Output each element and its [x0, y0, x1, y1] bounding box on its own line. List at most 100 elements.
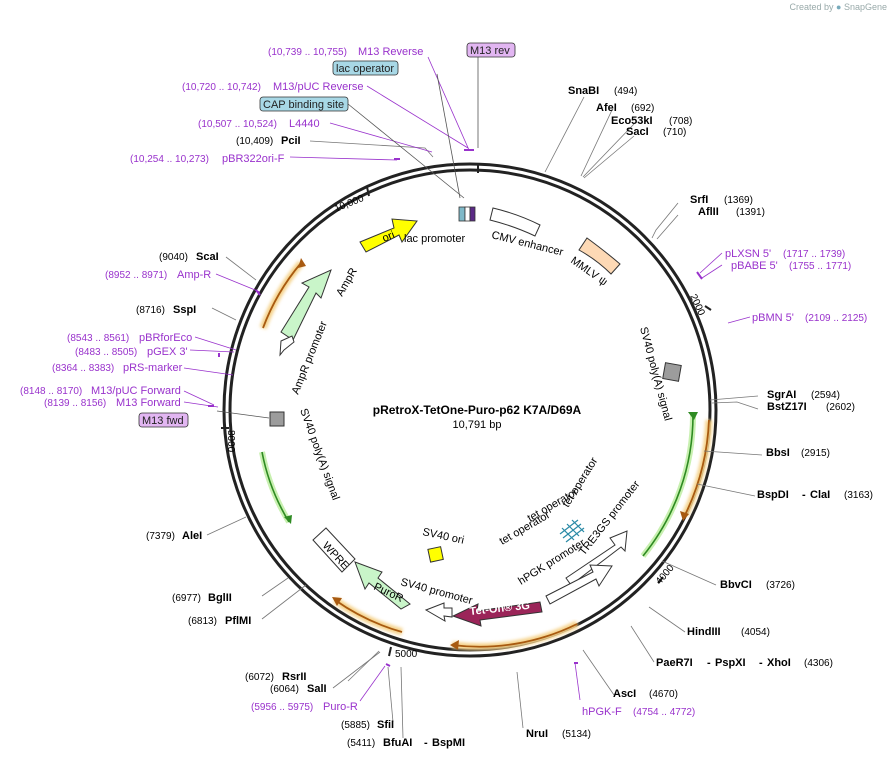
m13-fwd-box-label[interactable]: M13 fwd — [142, 415, 184, 427]
ampr-label: AmpR — [334, 266, 360, 299]
enzyme-bfuai[interactable]: BfuAI — [383, 737, 412, 749]
mmlv-psi-feature[interactable] — [578, 237, 621, 275]
m13-fwd-box — [138, 412, 189, 428]
primer-pbr322ori-f[interactable]: pBR322ori-F — [222, 153, 285, 165]
tick-marks — [221, 163, 712, 657]
enzyme-aflii[interactable]: AflII — [698, 206, 719, 218]
enzyme-leader-lines — [206, 96, 763, 739]
sv40-ori-feature[interactable] — [427, 546, 444, 563]
hpgk-promoter-feature[interactable] — [545, 564, 613, 605]
enzyme-bbsi[interactable]: BbsI — [766, 447, 790, 459]
enzyme-bbsi-pos: (2915) — [801, 448, 830, 459]
primer-m13-puc-forward-pos: (8148 .. 8170) — [20, 386, 82, 397]
enzyme-sgrai[interactable]: SgrAI — [767, 389, 796, 401]
primer-m13-puc-forward[interactable]: M13/pUC Forward — [91, 385, 181, 397]
primer-m13-forward[interactable]: M13 Forward — [116, 397, 181, 409]
enzyme-saci[interactable]: SacI — [626, 126, 649, 138]
plasmid-length: 10,791 bp — [453, 419, 502, 431]
primer-pbabe-5[interactable]: pBABE 5' — [731, 260, 778, 272]
enzyme-clai[interactable]: ClaI — [810, 489, 830, 501]
tet-operator-features[interactable] — [559, 519, 585, 543]
lac-promoter-label: lac promoter — [404, 233, 465, 245]
lac-operator-feature[interactable] — [458, 206, 466, 222]
primer-pbrforeco[interactable]: pBRforEco — [139, 332, 192, 344]
enzyme-saci-pos: (710) — [663, 127, 686, 138]
enzyme-afei[interactable]: AfeI — [596, 102, 617, 114]
primer-prs-marker[interactable]: pRS-marker — [123, 362, 183, 374]
enzyme-bfuai-pos: (5411) — [347, 738, 375, 749]
primer-pbr322ori-f-pos: (10,254 .. 10,273) — [130, 154, 209, 165]
lac-operator-box-label[interactable]: lac operator — [336, 63, 394, 75]
primer-pbmn-5[interactable]: pBMN 5' — [752, 312, 794, 324]
primer-puro-r[interactable]: Puro-R — [323, 701, 358, 713]
enzyme-xhoi[interactable]: XhoI — [767, 657, 791, 669]
sv40-polya-left-feature[interactable] — [269, 411, 285, 427]
enzyme-bspdi[interactable]: BspDI — [757, 489, 789, 501]
ampr-feature[interactable] — [280, 269, 332, 341]
primer-hpgk-f-pos: (4754 .. 4772) — [633, 707, 695, 718]
sv40-polya-left-label: SV40 poly(A) signal — [297, 407, 341, 502]
cap-site-box-label[interactable]: CAP binding site — [263, 99, 344, 111]
enzyme-bstz17i-pos: (2602) — [826, 402, 855, 413]
enzyme-bstz17i[interactable]: BstZ17I — [767, 401, 807, 413]
enzyme-scai[interactable]: ScaI — [196, 251, 219, 263]
cmv-enhancer-feature[interactable] — [489, 207, 541, 237]
sv40-promoter-label: SV40 promoter — [399, 576, 474, 607]
enzyme-rsrii[interactable]: RsrII — [282, 671, 306, 683]
enzyme-asci-pos: (4670) — [649, 689, 678, 700]
primer-m13-puc-reverse[interactable]: M13/pUC Reverse — [273, 81, 363, 93]
created-by-text: Created by — [789, 2, 834, 12]
enzyme-pcii-pos: (10,409) — [236, 136, 273, 147]
primer-amp-r[interactable]: Amp-R — [177, 269, 211, 281]
enzyme-pspxi[interactable]: PspXI — [715, 657, 746, 669]
tick-label-5000: 5000 — [395, 649, 418, 660]
sv40-polya-right-feature[interactable] — [662, 362, 682, 382]
enzyme-nrui[interactable]: NruI — [526, 728, 548, 740]
m13-rev-box-label[interactable]: M13 rev — [470, 45, 510, 57]
ampr-promoter-feature[interactable] — [279, 335, 295, 357]
wpre-feature[interactable] — [312, 527, 356, 573]
enzyme-bglii[interactable]: BglII — [208, 592, 232, 604]
enzyme-asci[interactable]: AscI — [613, 688, 636, 700]
puror-feature[interactable] — [354, 561, 411, 610]
enzyme-pflmi[interactable]: PflMI — [225, 615, 251, 627]
enzyme-pcii[interactable]: PciI — [281, 135, 301, 147]
enzyme-sfii-pos: (5885) — [341, 720, 370, 731]
sv40-promoter-feature[interactable] — [424, 602, 453, 622]
enzyme-sali[interactable]: SalI — [307, 683, 327, 695]
orf-arcs — [259, 260, 713, 651]
cmv-enhancer-label: CMV enhancer — [490, 229, 564, 258]
snapgene-app-name: SnapGene — [843, 2, 887, 12]
primer-hpgk-f[interactable]: hPGK-F — [582, 706, 622, 718]
enzyme-bbvci-pos: (3726) — [766, 580, 795, 591]
snapgene-logo-icon: ● — [836, 2, 842, 12]
enzyme-eco53ki[interactable]: Eco53kI — [611, 115, 653, 127]
enzyme-dash-2: - — [707, 657, 711, 669]
enzyme-paer7i[interactable]: PaeR7I — [656, 657, 693, 669]
primer-plxsn-5-pos: (1717 .. 1739) — [783, 249, 845, 260]
primer-labels: (10,739 .. 10,755) M13 Reverse (10,720 .… — [20, 46, 867, 718]
enzyme-alei-pos: (7379) — [146, 531, 175, 542]
lac-promoter-feature[interactable] — [464, 206, 471, 222]
enzyme-srfi[interactable]: SrfI — [690, 194, 708, 206]
enzyme-bbvci[interactable]: BbvCI — [720, 579, 752, 591]
primer-m13-reverse[interactable]: M13 Reverse — [358, 46, 423, 58]
m13-rev-box — [466, 42, 516, 58]
ori-feature[interactable] — [359, 218, 418, 253]
m13-rev-feature[interactable] — [469, 206, 476, 222]
primer-l4440[interactable]: L4440 — [289, 118, 320, 130]
enzyme-sspi[interactable]: SspI — [173, 304, 196, 316]
enzyme-snabi[interactable]: SnaBI — [568, 85, 599, 97]
orf-arrowheads — [298, 258, 689, 650]
enzyme-alei[interactable]: AleI — [182, 530, 202, 542]
primer-m13-puc-reverse-pos: (10,720 .. 10,742) — [182, 82, 261, 93]
enzyme-bspmi[interactable]: BspMI — [432, 737, 465, 749]
enzyme-sgrai-pos: (2594) — [811, 390, 840, 401]
enzyme-sfii[interactable]: SfiI — [377, 719, 394, 731]
tet-on-feature[interactable] — [451, 601, 543, 627]
primer-pgex-3[interactable]: pGEX 3' — [147, 346, 188, 358]
enzyme-scai-pos: (9040) — [159, 252, 188, 263]
enzyme-hindiii[interactable]: HindIII — [687, 626, 721, 638]
lac-operator-box — [332, 60, 399, 76]
primer-plxsn-5[interactable]: pLXSN 5' — [725, 248, 771, 260]
